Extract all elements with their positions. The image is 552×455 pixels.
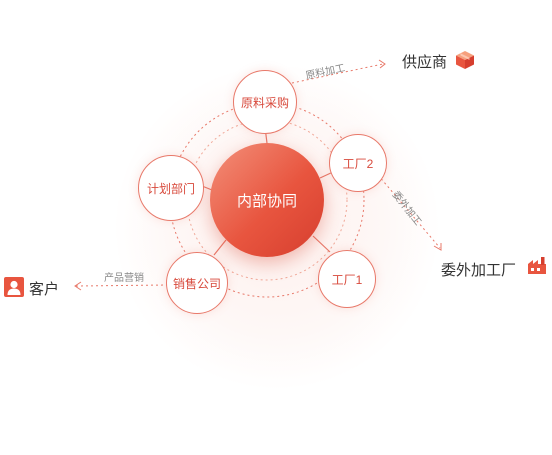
user-icon <box>4 277 24 297</box>
external-customer-label: 客户 <box>29 281 60 298</box>
node-factory1: 工厂1 <box>318 250 376 308</box>
node-sales: 销售公司 <box>166 252 228 314</box>
factory-icon <box>528 257 546 274</box>
link-factory2-outsourcing <box>377 174 441 249</box>
node-planning-label: 计划部门 <box>146 181 195 196</box>
arrow-supplier <box>378 59 386 69</box>
box-icon <box>456 51 474 69</box>
link-sales-customer <box>75 284 169 287</box>
node-planning: 计划部门 <box>138 155 204 221</box>
node-factory2-label: 工厂2 <box>342 156 374 171</box>
node-procurement: 原料采购 <box>233 70 297 134</box>
external-outsourcing-label: 委外加工厂 <box>441 262 517 279</box>
node-factory2: 工厂2 <box>329 134 387 192</box>
spoke-sales <box>213 239 227 256</box>
node-sales-label: 销售公司 <box>172 276 221 291</box>
spoke-factory1 <box>312 235 331 253</box>
node-factory1-label: 工厂1 <box>331 272 363 287</box>
node-procurement-label: 原料采购 <box>240 95 289 110</box>
center-label: 内部协同 <box>236 192 297 210</box>
arrow-outsourcing <box>433 243 442 251</box>
edge-label-sales-customer: 产品营销 <box>104 273 144 284</box>
arrow-customer <box>74 281 82 291</box>
external-supplier-label: 供应商 <box>402 54 448 71</box>
center-node: 内部协同 <box>210 143 324 257</box>
link-procurement-supplier <box>291 63 384 84</box>
